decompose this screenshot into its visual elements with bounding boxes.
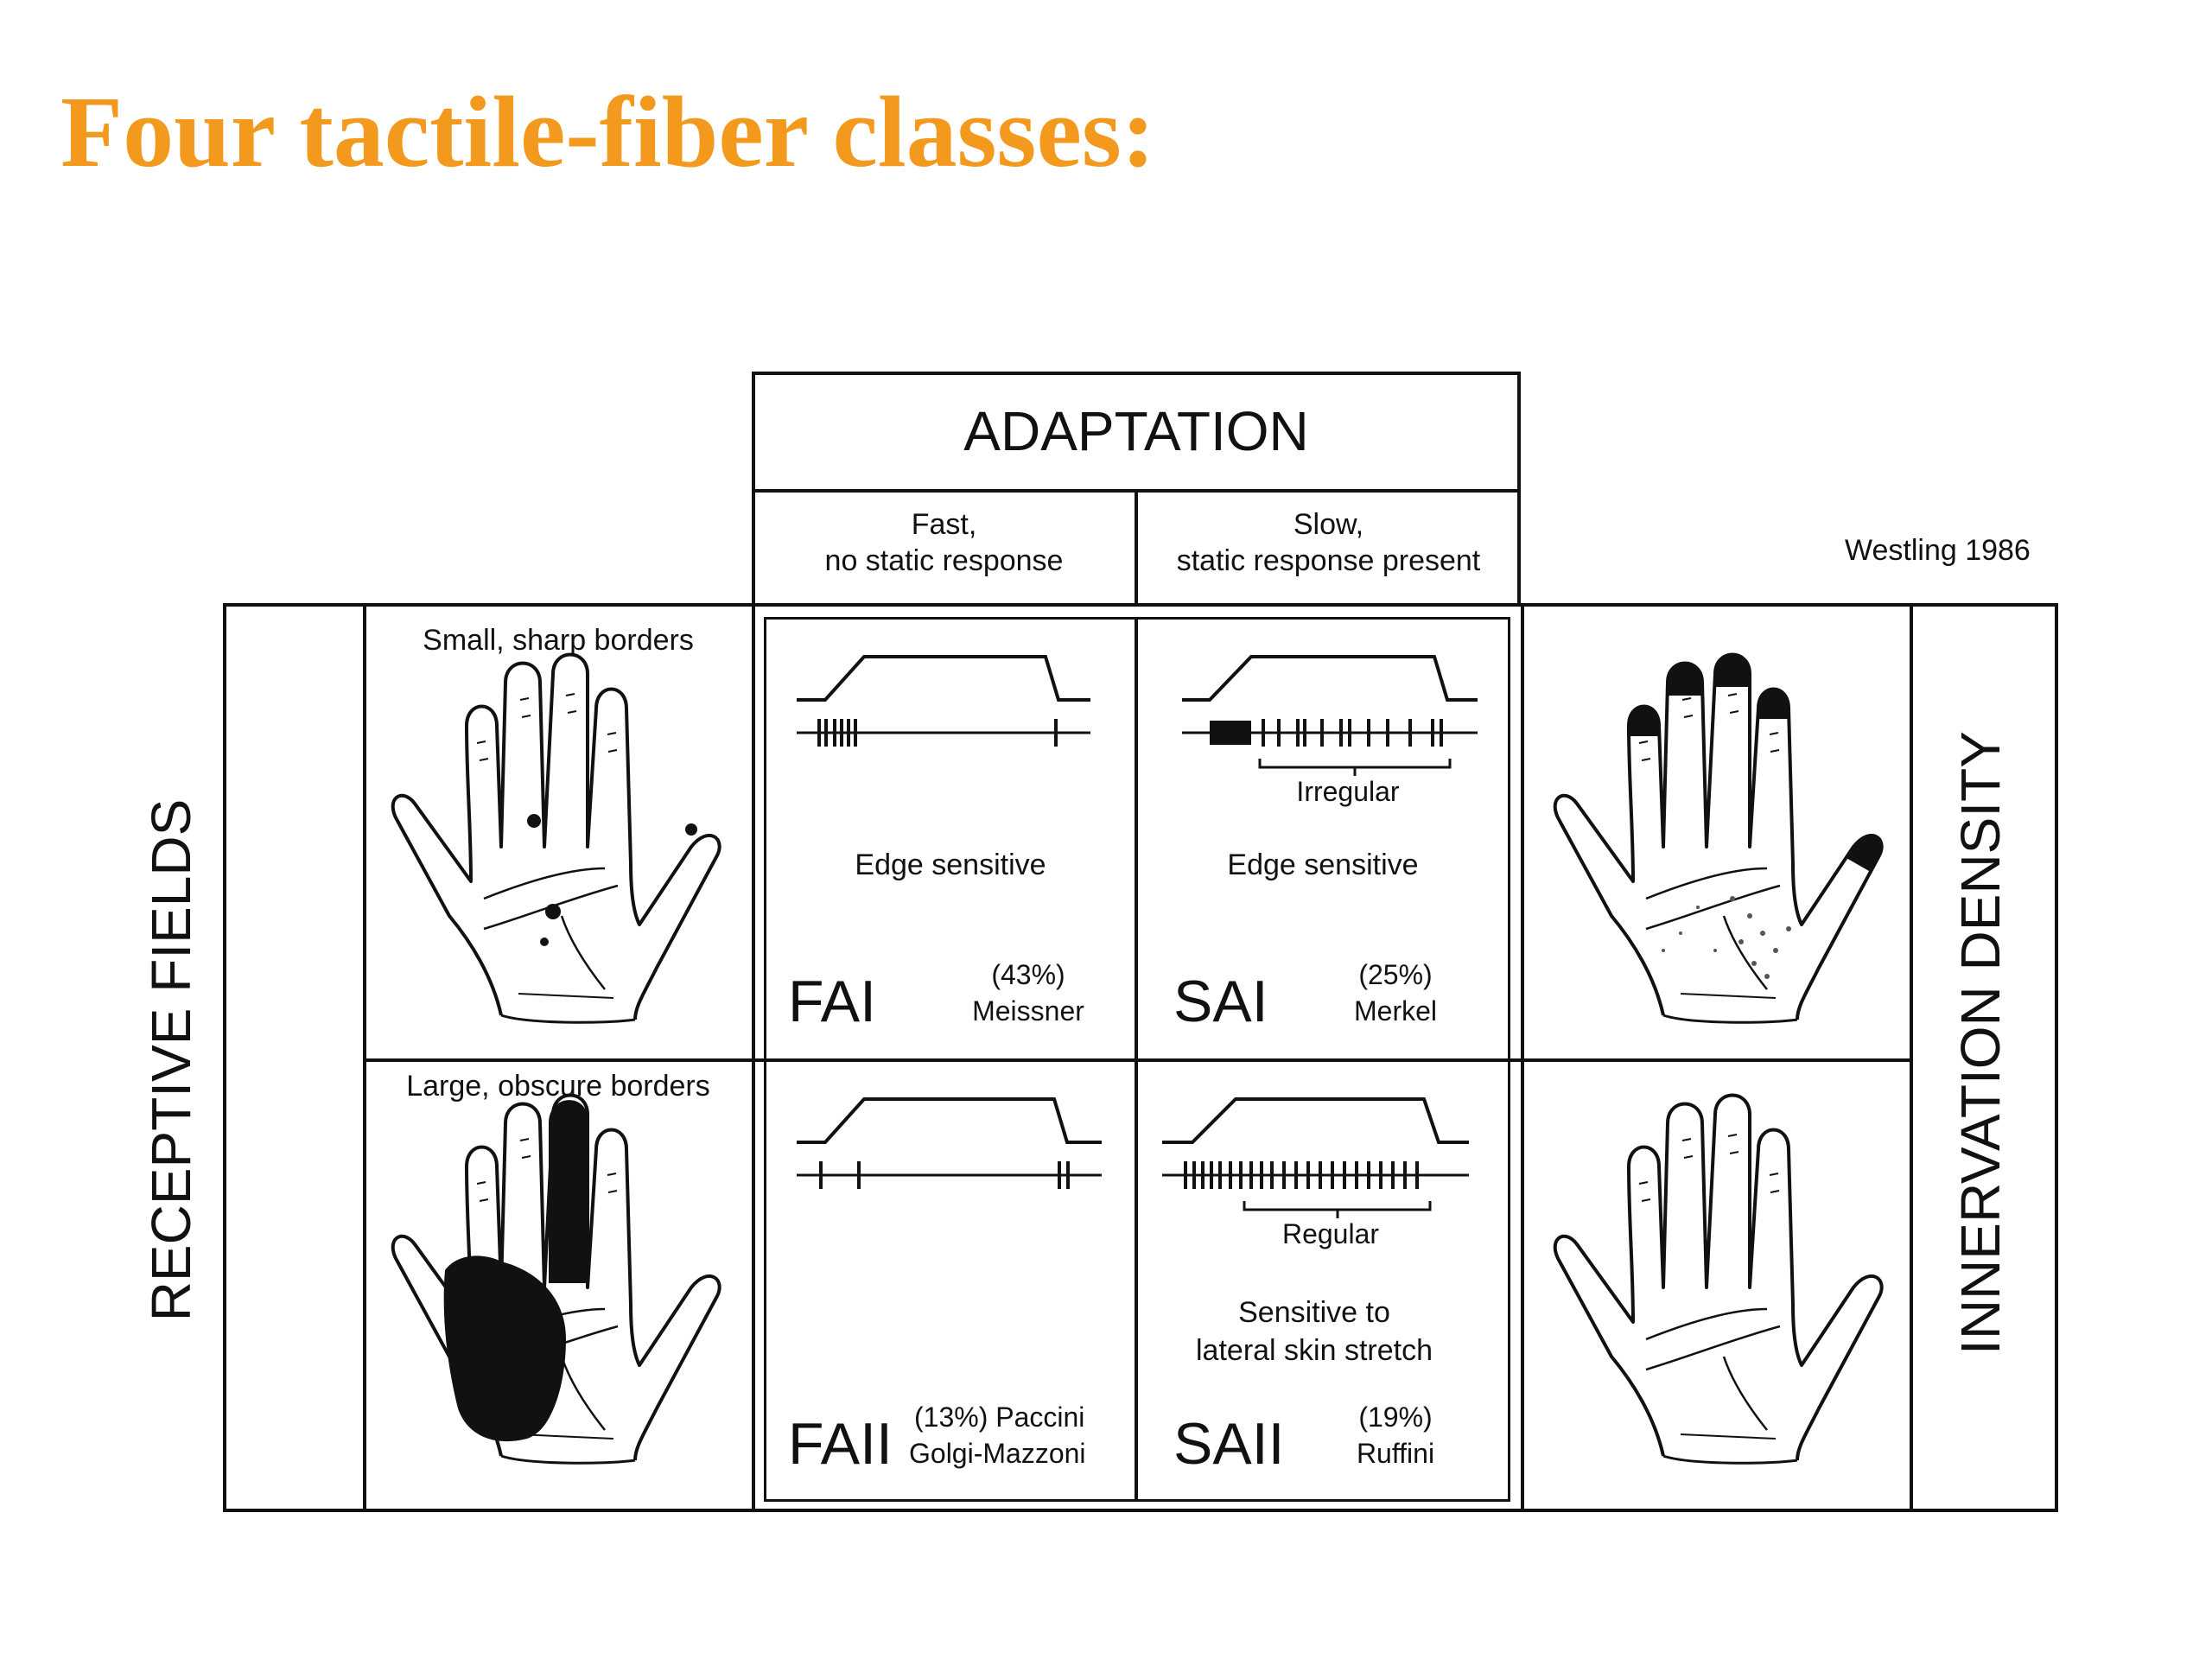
right-hand-divider xyxy=(1521,603,1524,1512)
slow-column-line1: Slow, xyxy=(1293,508,1364,541)
sai-receptor: Merkel xyxy=(1353,995,1437,1027)
small-borders-label: Small, sharp borders xyxy=(423,624,694,657)
adaptation-header: ADAPTATION xyxy=(963,400,1309,462)
fast-column-line2: no static response xyxy=(824,544,1064,577)
saii-percent: (19%) xyxy=(1358,1402,1433,1433)
hand-column-divider xyxy=(752,603,755,1512)
hand-small-fields xyxy=(391,652,721,1025)
sai-spike-train xyxy=(1182,719,1478,747)
faii-stimulus-trace xyxy=(797,1097,1102,1144)
sai-name: SAI xyxy=(1173,969,1268,1034)
saii-name: SAII xyxy=(1173,1411,1285,1477)
citation: Westling 1986 xyxy=(1845,534,2031,567)
inner-column-divider xyxy=(1135,617,1138,1502)
saii-regular-bracket xyxy=(1243,1201,1432,1218)
sai-percent: (25%) xyxy=(1358,959,1433,990)
column-divider-top xyxy=(1135,489,1138,607)
faii-percent-receptor: (13%) Paccini xyxy=(914,1402,1085,1433)
sai-irregular-bracket xyxy=(1258,759,1452,776)
faii-name: FAII xyxy=(788,1411,893,1477)
large-borders-label: Large, obscure borders xyxy=(406,1070,710,1103)
sai-note: Edge sensitive xyxy=(1227,849,1419,881)
slide-title: Four tactile-fiber classes: xyxy=(60,75,1156,188)
sai-stimulus-trace xyxy=(1182,655,1478,702)
fai-spike-train xyxy=(797,719,1090,747)
saii-receptor: Ruffini xyxy=(1356,1438,1435,1469)
fast-column-line1: Fast, xyxy=(911,508,977,541)
saii-spike-train xyxy=(1162,1161,1469,1189)
left-label-divider xyxy=(363,603,366,1512)
sai-pattern: Irregular xyxy=(1296,776,1400,807)
hand-sparse-innervation xyxy=(1553,1093,1884,1465)
saii-note-line1: Sensitive to xyxy=(1238,1296,1390,1329)
fai-receptor: Meissner xyxy=(972,995,1084,1027)
hand-large-fields xyxy=(391,1093,721,1465)
right-label-divider xyxy=(1910,603,1913,1512)
fai-note: Edge sensitive xyxy=(855,849,1046,881)
saii-stimulus-trace xyxy=(1162,1097,1469,1144)
fai-stimulus-trace xyxy=(797,655,1090,702)
fai-percent: (43%) xyxy=(991,959,1065,990)
fai-name: FAI xyxy=(788,969,877,1034)
saii-pattern: Regular xyxy=(1281,1218,1380,1249)
hand-dense-innervation xyxy=(1553,652,1884,1025)
saii-note-line2: lateral skin stretch xyxy=(1196,1334,1433,1367)
faii-receptor2: Golgi-Mazzoni xyxy=(909,1438,1086,1469)
main-table-frame xyxy=(223,603,2058,1512)
faii-spike-train xyxy=(797,1161,1102,1189)
slow-column-line2: static response present xyxy=(1176,544,1481,577)
